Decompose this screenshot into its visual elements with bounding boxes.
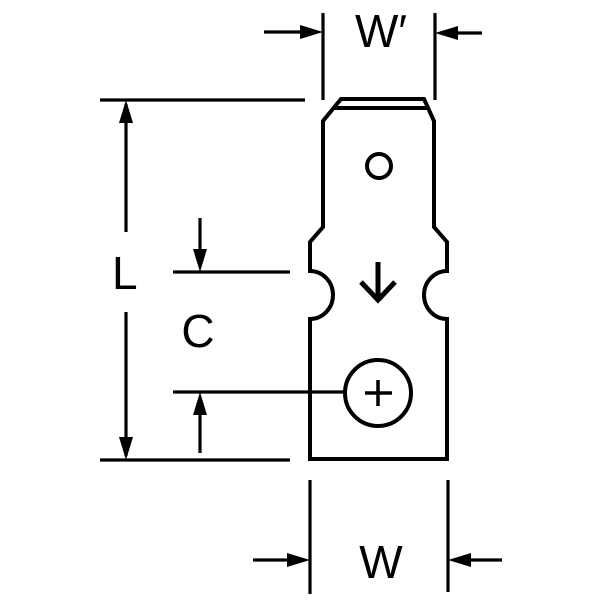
center-distance-label: C	[181, 305, 214, 357]
dimension-center-distance: C	[173, 218, 345, 453]
dimension-tab-width: W′	[264, 5, 482, 100]
length-arrowhead-bottom	[119, 437, 133, 460]
body-width-arrowhead-left	[287, 553, 310, 567]
terminal-outline	[308, 97, 449, 461]
dimension-overall-length: L	[100, 98, 305, 462]
stud-hole-crosshair-icon	[365, 380, 392, 406]
center-distance-arrowhead-down	[193, 249, 207, 272]
length-arrowhead-top	[119, 100, 133, 123]
terminal-part	[308, 97, 449, 461]
body-width-arrowhead-right	[448, 553, 471, 567]
overall-length-label: L	[112, 247, 138, 299]
center-distance-arrowhead-up	[193, 392, 207, 415]
tab-width-arrowhead-left	[300, 25, 323, 39]
tab-width-arrowhead-right	[435, 26, 458, 40]
tab-hole-icon	[365, 152, 393, 180]
body-width-label: W	[359, 536, 403, 588]
dimension-body-width: W	[253, 480, 502, 594]
insertion-direction-arrow-icon	[359, 262, 397, 304]
tab-width-label: W′	[355, 5, 407, 57]
